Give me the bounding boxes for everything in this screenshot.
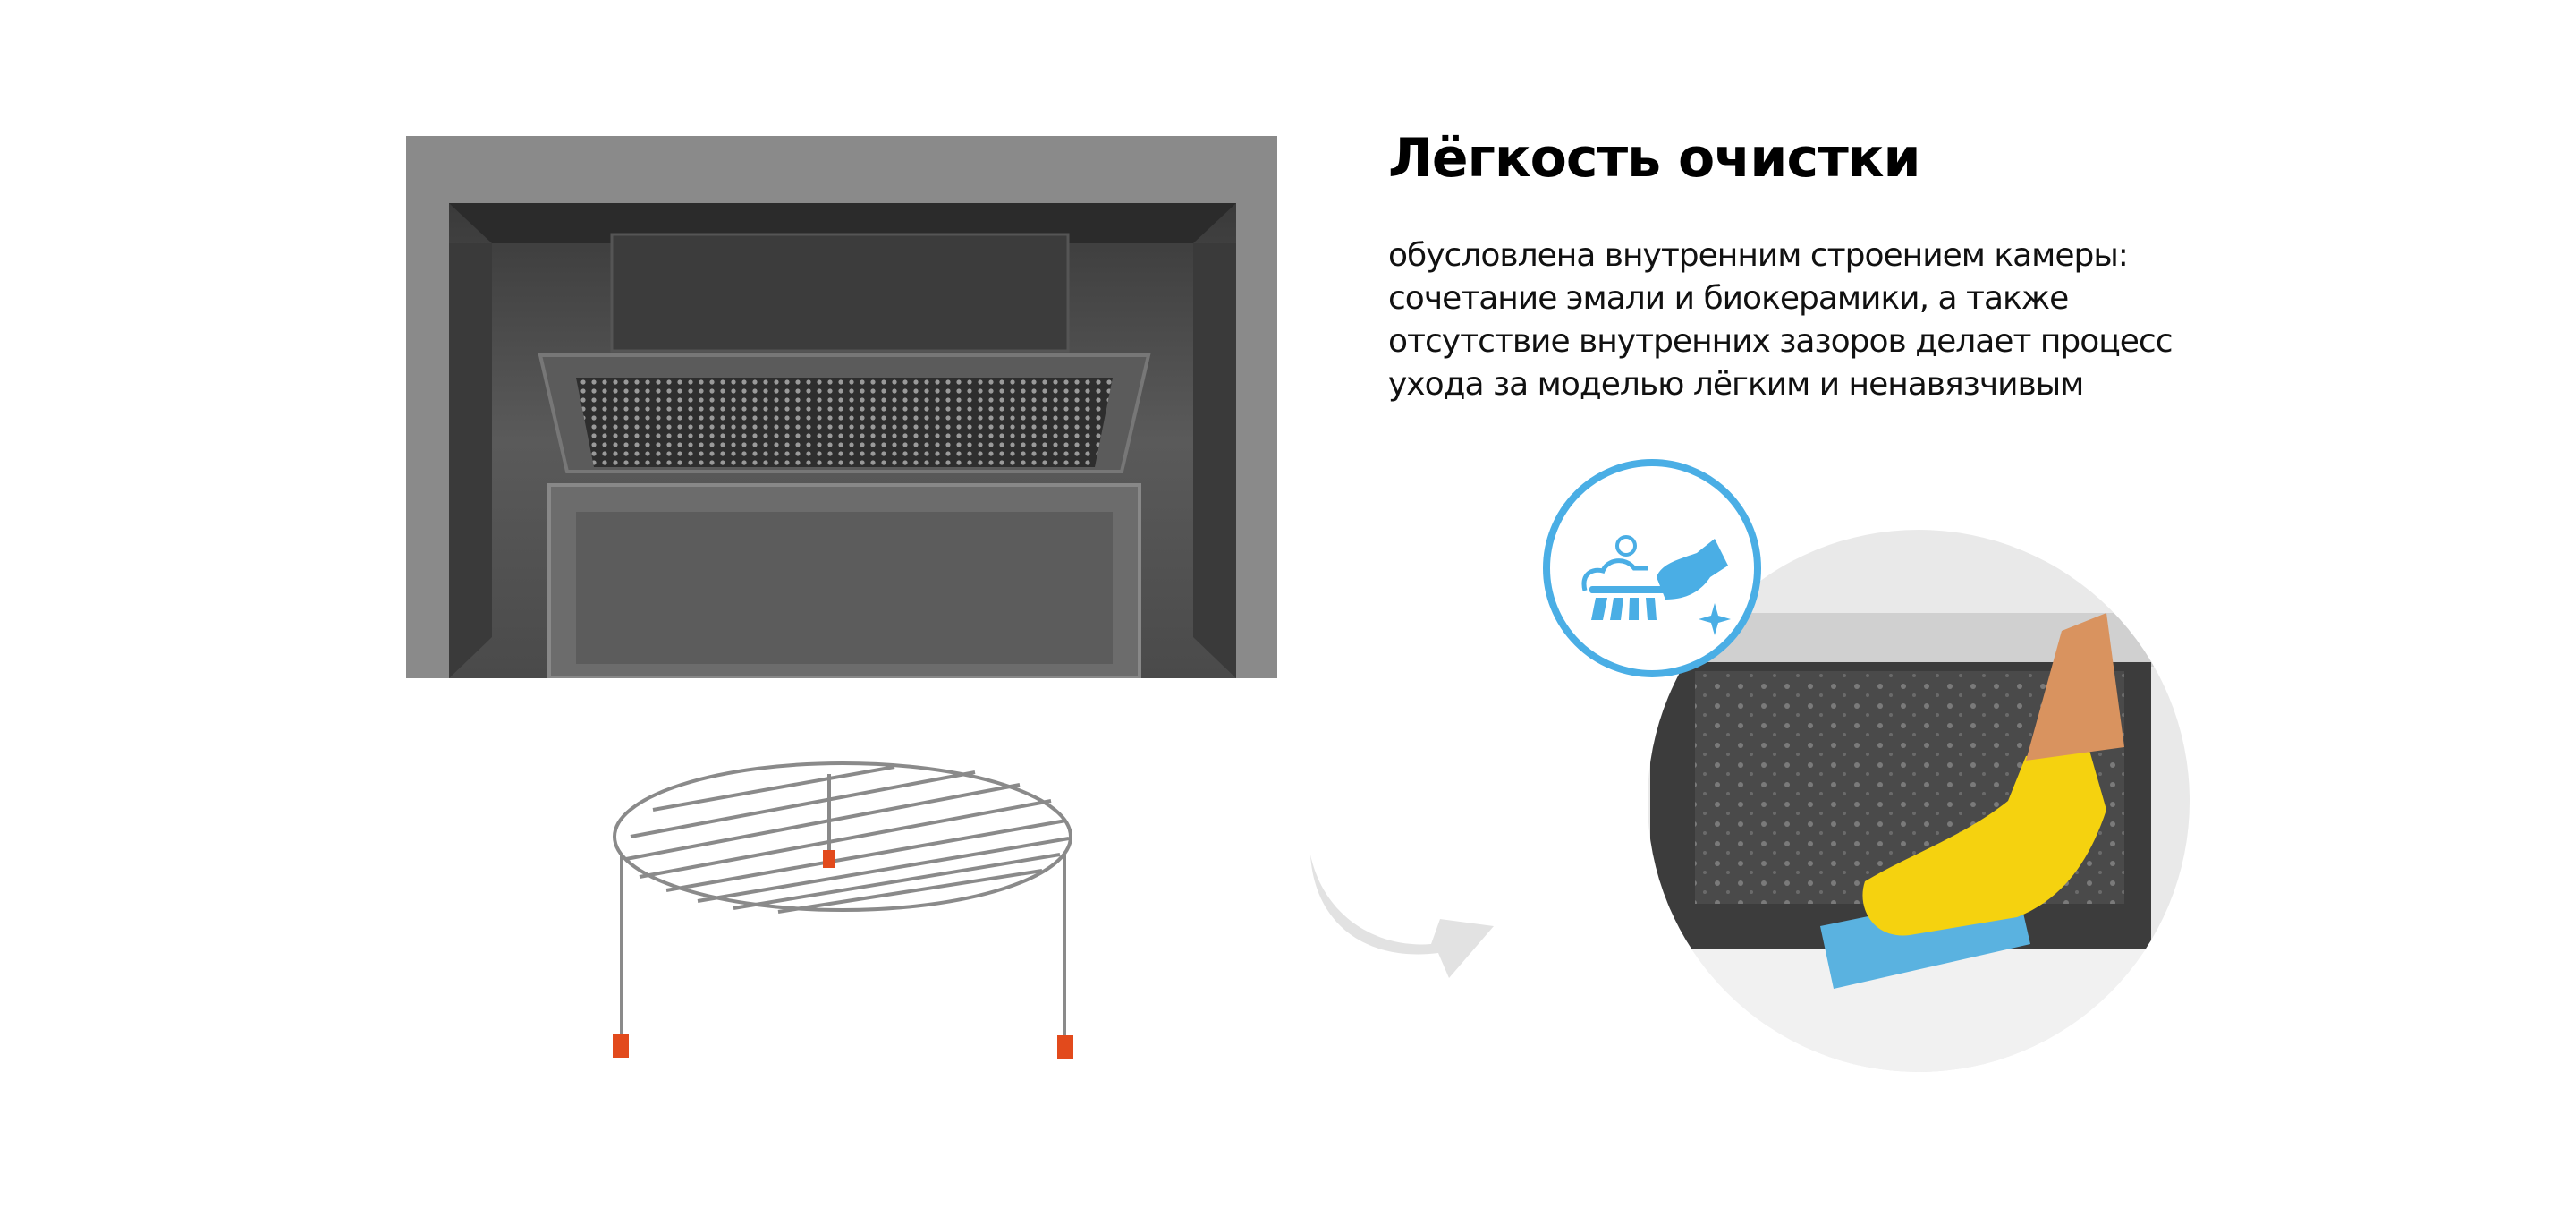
section-heading: Лёгкость очистки [1388,127,1921,190]
rack-foot [1057,1035,1073,1059]
rack-foot [823,850,835,868]
yellow-glove [1862,747,2106,936]
section-description: обусловлена внутренним строением камеры:… [1388,234,2283,406]
rack-foot [613,1034,629,1058]
description-line: отсутствие внутренних зазоров делает про… [1388,323,2174,360]
description-line: ухода за моделью лёгким и ненавязчивым [1388,366,2084,403]
description-line: сочетание эмали и биокерамики, а также [1388,280,2069,317]
description-line: обусловлена внутренним строением камеры: [1388,237,2129,274]
cleaning-brush-hand-icon [1543,459,1761,677]
curved-arrow-icon [1310,855,1494,978]
grill-rack-image [613,761,1073,1059]
microwave-interior-image [406,136,1277,678]
